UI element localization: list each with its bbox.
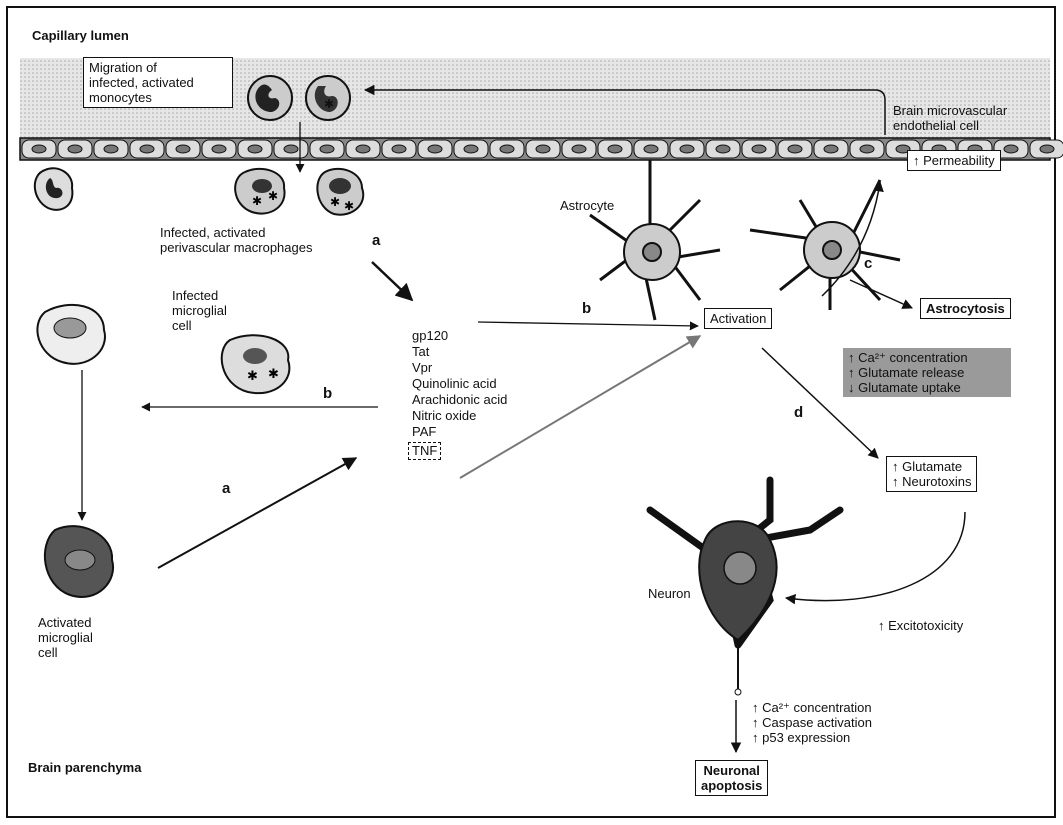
astrocytosis-box: Astrocytosis: [920, 298, 1011, 319]
perivascular-macrophage-left: [35, 168, 73, 210]
endothelial-nucleus: [32, 145, 46, 153]
arrow-b-top: [478, 322, 698, 326]
factor-item: Tat: [412, 344, 507, 360]
endothelial-nucleus: [392, 145, 406, 153]
arrow-a-bottom: [158, 458, 356, 568]
endothelial-nucleus: [716, 145, 730, 153]
permeability-box: ↑ Permeability: [907, 150, 1001, 171]
brain-parenchyma-label: Brain parenchyma: [28, 760, 141, 775]
factor-item: Vpr: [412, 360, 507, 376]
endothelial-nucleus: [860, 145, 874, 153]
monocyte-1: [248, 76, 292, 120]
svg-text:✱: ✱: [252, 194, 262, 208]
arrow-astrocytosis: [850, 280, 912, 308]
perivascular-macrophage-mid: ✱✱: [235, 169, 284, 214]
tnf-dashed-box: TNF: [408, 442, 441, 460]
factor-item: Arachidonic acid: [412, 392, 507, 408]
resting-microglia: [37, 305, 105, 364]
letter-b-left: b: [323, 385, 332, 402]
endothelial-nucleus: [356, 145, 370, 153]
astrocyte-left: [590, 160, 720, 320]
endothelial-nucleus: [824, 145, 838, 153]
endothelial-nucleus: [176, 145, 190, 153]
endothelial-nucleus: [680, 145, 694, 153]
astrocyte-label: Astrocyte: [560, 198, 614, 213]
arrow-a-top: [372, 262, 412, 300]
glutamate-box: ↑ Glutamate↑ Neurotoxins: [886, 456, 977, 492]
neuron-label: Neuron: [648, 586, 691, 601]
activation-box: Activation: [704, 308, 772, 329]
endothelial-nucleus: [500, 145, 514, 153]
endothelial-nucleus: [572, 145, 586, 153]
svg-text:✱: ✱: [247, 368, 258, 383]
factor-item: PAF: [412, 424, 507, 440]
svg-text:✱: ✱: [344, 199, 354, 213]
calcium-glutamate-box: ↑ Ca²⁺ concentration↑ Glutamate release↓…: [843, 348, 1011, 397]
svg-text:✱: ✱: [324, 97, 334, 111]
endothelial-nucleus: [68, 145, 82, 153]
endothelial-nucleus: [104, 145, 118, 153]
apoptosis-factors: ↑ Ca²⁺ concentration↑ Caspase activation…: [752, 700, 872, 745]
infected-microglia: ✱✱: [222, 335, 290, 393]
svg-text:✱: ✱: [330, 195, 340, 209]
letter-c: c: [864, 255, 872, 272]
letter-b-top: b: [582, 300, 591, 317]
endothelial-nucleus: [464, 145, 478, 153]
endothelial-nucleus: [1040, 145, 1054, 153]
endothelial-nucleus: [320, 145, 334, 153]
excitotoxicity-label: ↑ Excitotoxicity: [878, 618, 963, 633]
monocyte-2: ✱: [306, 76, 350, 120]
activated-microglia: [45, 526, 113, 597]
endothelial-nucleus: [428, 145, 442, 153]
factor-item: Nitric oxide: [412, 408, 507, 424]
endothelial-nucleus: [752, 145, 766, 153]
endothelial-nucleus: [644, 145, 658, 153]
endothelial-nucleus: [608, 145, 622, 153]
factor-list: gp120 Tat Vpr Quinolinic acid Arachidoni…: [412, 328, 507, 440]
perivascular-macrophage-right: ✱✱: [317, 169, 363, 215]
endothelial-nucleus: [284, 145, 298, 153]
endothelial-nucleus: [140, 145, 154, 153]
endothelial-nucleus: [1004, 145, 1018, 153]
svg-text:✱: ✱: [268, 366, 279, 381]
capillary-lumen-label: Capillary lumen: [32, 28, 129, 43]
svg-text:✱: ✱: [268, 189, 278, 203]
endothelial-nucleus: [212, 145, 226, 153]
endothelial-nucleus: [536, 145, 550, 153]
factor-item: gp120: [412, 328, 507, 344]
letter-a-bottom: a: [222, 480, 230, 497]
letter-d: d: [794, 404, 803, 421]
factor-item: Quinolinic acid: [412, 376, 507, 392]
letter-a-top: a: [372, 232, 380, 249]
astrocyte-right: [750, 180, 900, 310]
endothelial-nucleus: [788, 145, 802, 153]
endothelial-nucleus: [248, 145, 262, 153]
